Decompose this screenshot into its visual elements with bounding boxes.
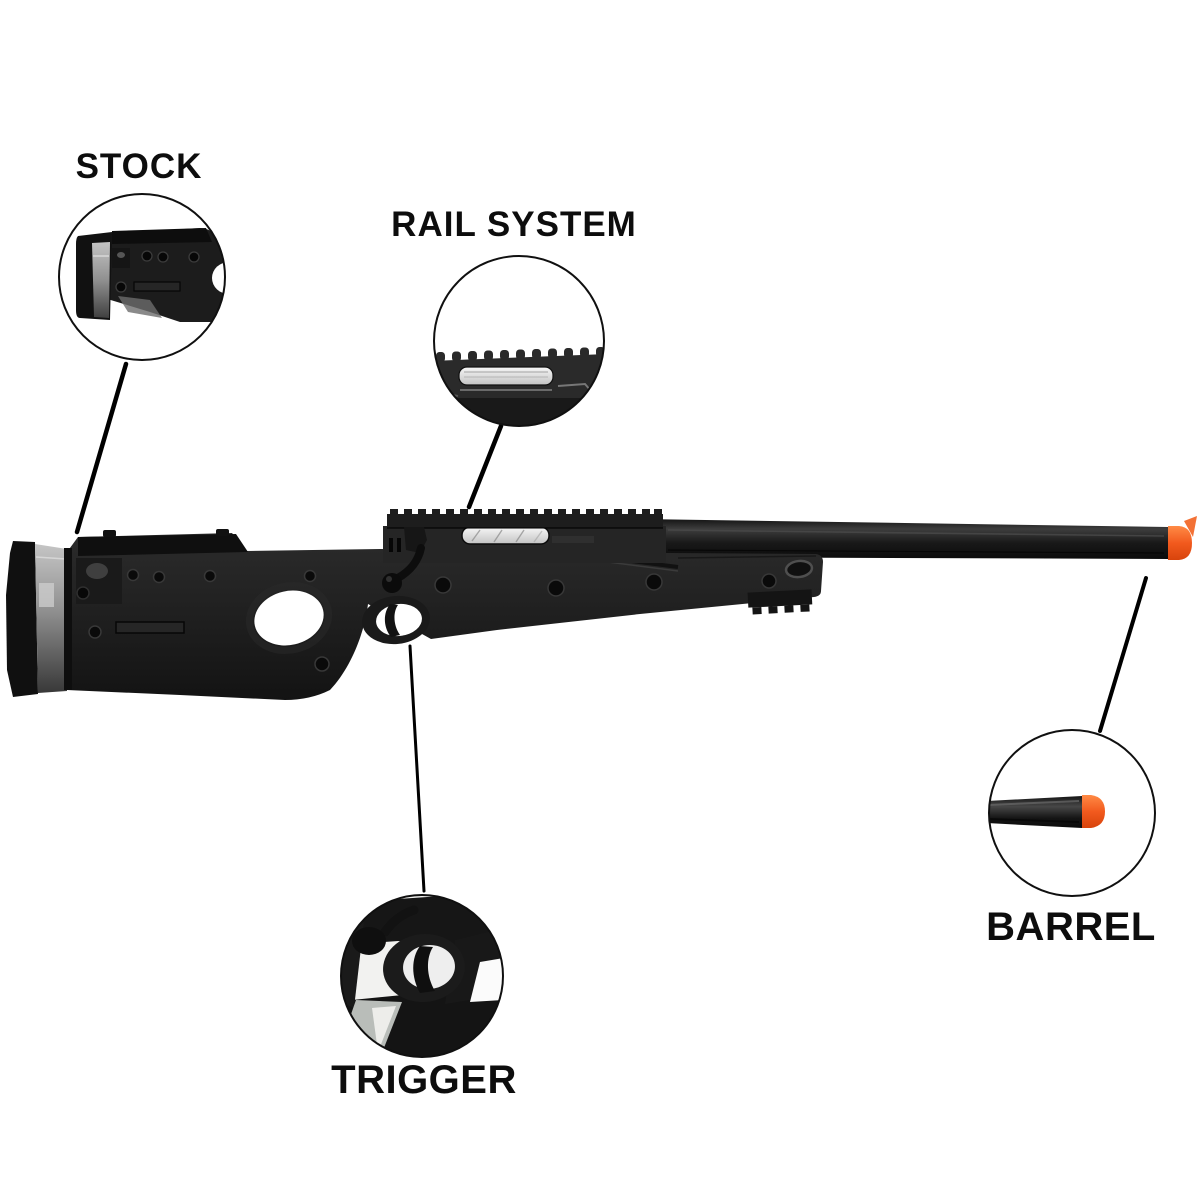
barrel-label: BARREL [986, 905, 1156, 949]
ejection-port-shape [461, 526, 550, 545]
trigger-callout-circle [340, 894, 504, 1058]
rail-system-label: RAIL SYSTEM [391, 205, 637, 244]
barrel-shape [640, 516, 1197, 560]
stock-inset [58, 193, 226, 361]
cheek-piece-shape [78, 534, 248, 556]
stock-slot-detail [115, 621, 185, 634]
stock-callout-circle [58, 193, 226, 361]
stock-leader-line [74, 361, 129, 535]
screw-details [88, 568, 777, 672]
stock-shape [67, 533, 823, 700]
rail-leader-line [466, 423, 504, 510]
butt-pad-shape [6, 541, 122, 697]
rifle-illustration [6, 509, 1197, 700]
under-rail-shape [747, 589, 813, 615]
rail-callout-circle [433, 255, 605, 427]
trigger-shape [384, 604, 400, 637]
barrel-callout-circle [988, 729, 1156, 897]
barrel-leader-line [1098, 576, 1148, 733]
trigger-inset [340, 894, 504, 1058]
trigger-leader-line [408, 644, 426, 893]
muzzle-tip-shape [1168, 526, 1192, 560]
bolt-handle-shape [382, 527, 427, 593]
rail-system-inset [433, 255, 605, 427]
top-rail-shape [387, 509, 663, 529]
sling-stud-shape [784, 559, 814, 579]
barrel-inset [988, 729, 1156, 897]
receiver-shape [383, 526, 666, 563]
thumbhole-shape [245, 582, 333, 654]
trigger-guard-shape [362, 595, 430, 645]
trigger-label: TRIGGER [331, 1058, 517, 1102]
stock-label: STOCK [75, 147, 203, 186]
leader-lines [74, 361, 1148, 893]
